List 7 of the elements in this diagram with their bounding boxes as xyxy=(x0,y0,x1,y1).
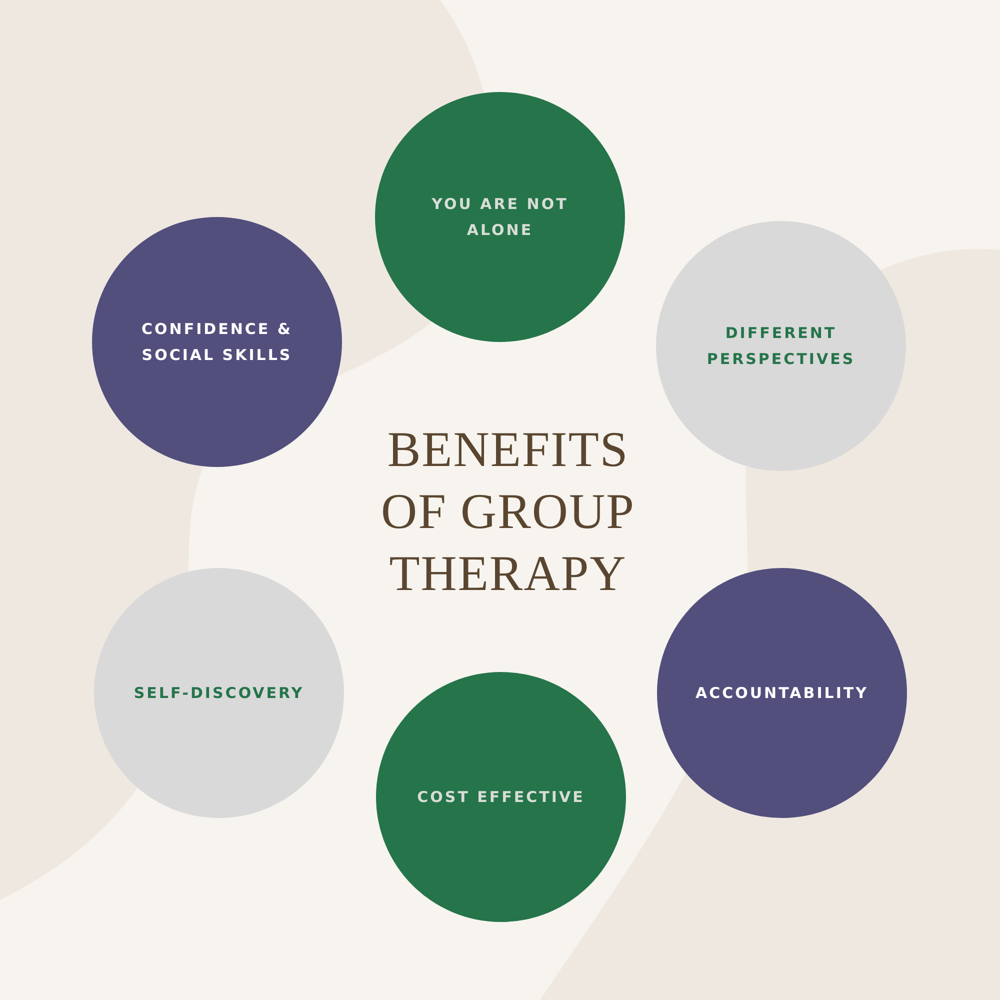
circle-label: ACCOUNTABILITY xyxy=(695,683,869,704)
title: BENEFITS OF GROUP THERAPY xyxy=(380,420,636,603)
circle-label: COST EFFECTIVE xyxy=(417,787,585,808)
circle-label: CONFIDENCE & SOCIAL SKILLS xyxy=(140,319,294,366)
circle-label: YOU ARE NOT ALONE xyxy=(430,194,570,241)
circle-label: DIFFERENT PERSPECTIVES xyxy=(706,323,856,370)
circle-label: SELF-DISCOVERY xyxy=(134,683,304,704)
